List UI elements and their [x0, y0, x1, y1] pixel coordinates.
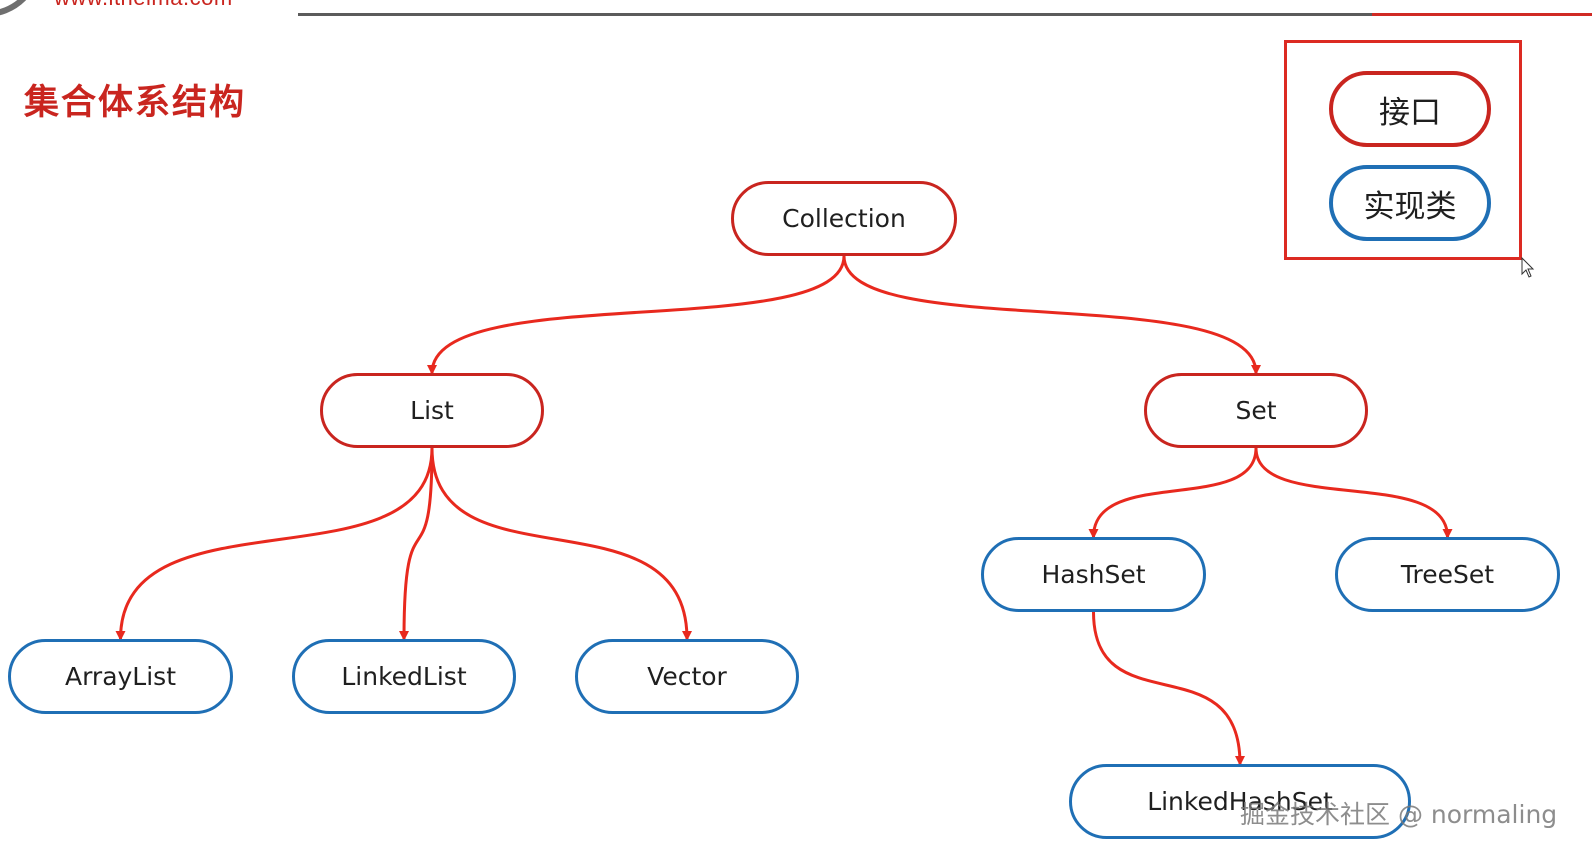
header-divider	[298, 13, 1592, 16]
node-hashset: HashSet	[981, 537, 1206, 612]
node-set: Set	[1144, 373, 1368, 448]
legend-impl-pill: 实现类	[1329, 165, 1491, 241]
node-vector: Vector	[575, 639, 799, 714]
node-treeset: TreeSet	[1335, 537, 1560, 612]
edge-list-to-vector	[430, 447, 692, 641]
edge-hashset-to-linkedhashset	[1092, 611, 1245, 766]
watermark: 掘金技术社区 @ normaling	[1240, 800, 1558, 829]
edge-list-to-linkedlist	[399, 447, 434, 641]
node-collection: Collection	[731, 181, 957, 256]
site-url: www.itheima.com	[54, 0, 233, 11]
mouse-cursor-icon	[1521, 257, 1535, 278]
node-linkedhashset: LinkedHashSet	[1069, 764, 1411, 839]
header-accent-bar	[1372, 13, 1592, 16]
edge-list-to-arraylist	[115, 447, 434, 641]
node-linkedlist: LinkedList	[292, 639, 516, 714]
legend-interface-pill: 接口	[1329, 71, 1491, 147]
edge-collection-to-list	[427, 255, 846, 375]
page-title: 集合体系结构	[24, 83, 247, 123]
edge-set-to-treeset	[1254, 447, 1453, 539]
edge-collection-to-set	[842, 255, 1261, 375]
node-list: List	[320, 373, 544, 448]
legend-box: 接口 实现类	[1284, 40, 1522, 260]
node-arraylist: ArrayList	[8, 639, 233, 714]
edge-set-to-hashset	[1088, 447, 1258, 539]
